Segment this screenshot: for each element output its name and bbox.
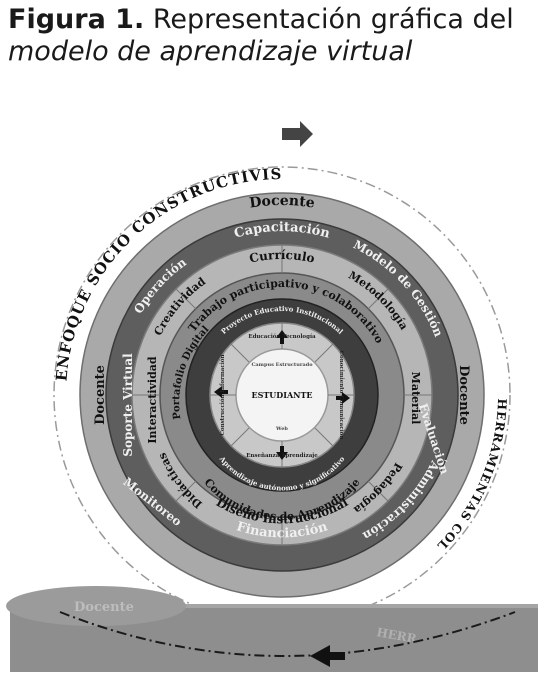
base-dashed-arc bbox=[59, 611, 516, 657]
ring1-right-label: Docente bbox=[456, 365, 471, 425]
inner-arrows bbox=[214, 330, 350, 460]
arrow-right-icon bbox=[282, 121, 313, 147]
figure-title: Representación gráfica del bbox=[144, 4, 514, 35]
ring-dividers bbox=[132, 245, 432, 545]
outer-dashed-circle bbox=[53, 166, 511, 624]
arrow-left-icon bbox=[214, 386, 228, 398]
base-band-top-edge bbox=[10, 604, 538, 608]
ring3-left-label: Interactividad bbox=[146, 356, 159, 443]
base-ellipse bbox=[6, 586, 186, 626]
ring2-bottom-label: Financiación bbox=[235, 519, 330, 541]
ring5-right-label: Conocimiento Comunicación bbox=[338, 351, 345, 440]
arrow-left-icon bbox=[310, 645, 345, 667]
ring2-left-label: Soporte Virtual bbox=[121, 353, 135, 457]
figure-caption: Figura 1. Representación gráfica del mod… bbox=[8, 4, 538, 68]
ring1-left-label: Docente bbox=[93, 365, 108, 425]
ring3-top-label: Currículo bbox=[248, 248, 316, 266]
arrow-down-icon bbox=[276, 446, 288, 460]
arrow-up-icon bbox=[276, 330, 288, 344]
caption-line-1: Figura 1. Representación gráfica del bbox=[8, 4, 538, 36]
figure-label: Figura 1. bbox=[8, 4, 145, 35]
ring5-left-label: Construcción Información bbox=[219, 355, 226, 436]
center-top-label: Campus Estructurado bbox=[251, 362, 313, 368]
ring1-top-label: Docente bbox=[248, 193, 316, 212]
base-docente-ghost: Docente bbox=[74, 600, 134, 615]
ring3-right-label: Material bbox=[409, 372, 422, 425]
ring5-top-label: Educación Tecnología bbox=[248, 333, 316, 340]
figure-subtitle: modelo de aprendizaje virtual bbox=[8, 36, 413, 67]
arrow-right-icon bbox=[336, 392, 350, 404]
center-bottom-label: Web bbox=[275, 426, 288, 432]
ring5-bottom-label: Enseñanza Aprendizaje bbox=[246, 452, 318, 459]
center-student-label: ESTUDIANTE bbox=[251, 390, 312, 400]
